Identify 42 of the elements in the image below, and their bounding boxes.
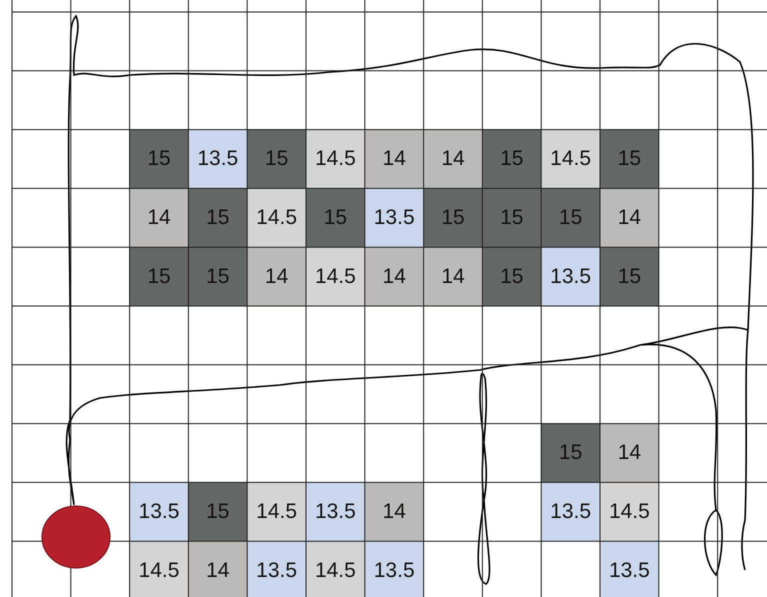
value-cell: 15 (188, 188, 248, 248)
value-cell: 14.5 (247, 482, 306, 542)
value-cell: 15 (188, 482, 248, 542)
value-cell: 15 (306, 188, 365, 248)
value-cell: 14 (364, 482, 424, 542)
value-cell: 13.5 (364, 541, 424, 597)
value-cell: 15 (600, 247, 659, 306)
value-cell: 14.5 (130, 541, 188, 597)
value-cell: 15 (424, 188, 482, 248)
value-cell: 15 (482, 247, 542, 306)
value-cell: 15 (130, 130, 188, 188)
value-cell: 14.5 (247, 188, 306, 248)
value-cell: 13.5 (306, 482, 365, 542)
value-cell: 13.5 (364, 188, 424, 248)
value-cell: 13.5 (541, 247, 600, 306)
value-cell: 14.5 (306, 247, 365, 306)
value-cell: 15 (541, 424, 600, 482)
value-cell: 15 (541, 188, 600, 248)
value-cell: 14 (600, 424, 659, 482)
value-cell: 13.5 (247, 541, 306, 597)
value-cell: 14 (424, 247, 482, 306)
value-cell: 14 (600, 188, 659, 248)
value-cell: 14 (364, 247, 424, 306)
value-cell: 15 (482, 188, 542, 248)
value-cell: 14 (364, 130, 424, 188)
value-cell: 14 (188, 541, 248, 597)
value-cell: 14.5 (306, 541, 365, 597)
value-cell: 13.5 (130, 482, 188, 542)
value-cell: 13.5 (188, 130, 248, 188)
value-cell: 14.5 (541, 130, 600, 188)
value-cell: 14 (424, 130, 482, 188)
value-cell: 15 (247, 130, 306, 188)
value-cell: 15 (600, 130, 659, 188)
value-cell: 14 (130, 188, 188, 248)
value-cell: 15 (188, 247, 248, 306)
value-cell: 15 (482, 130, 542, 188)
value-cell: 14.5 (306, 130, 365, 188)
value-cell: 13.5 (541, 482, 600, 542)
value-cell: 13.5 (600, 541, 659, 597)
value-cell: 14.5 (600, 482, 659, 542)
value-cell: 14 (247, 247, 306, 306)
value-cell: 15 (130, 247, 188, 306)
